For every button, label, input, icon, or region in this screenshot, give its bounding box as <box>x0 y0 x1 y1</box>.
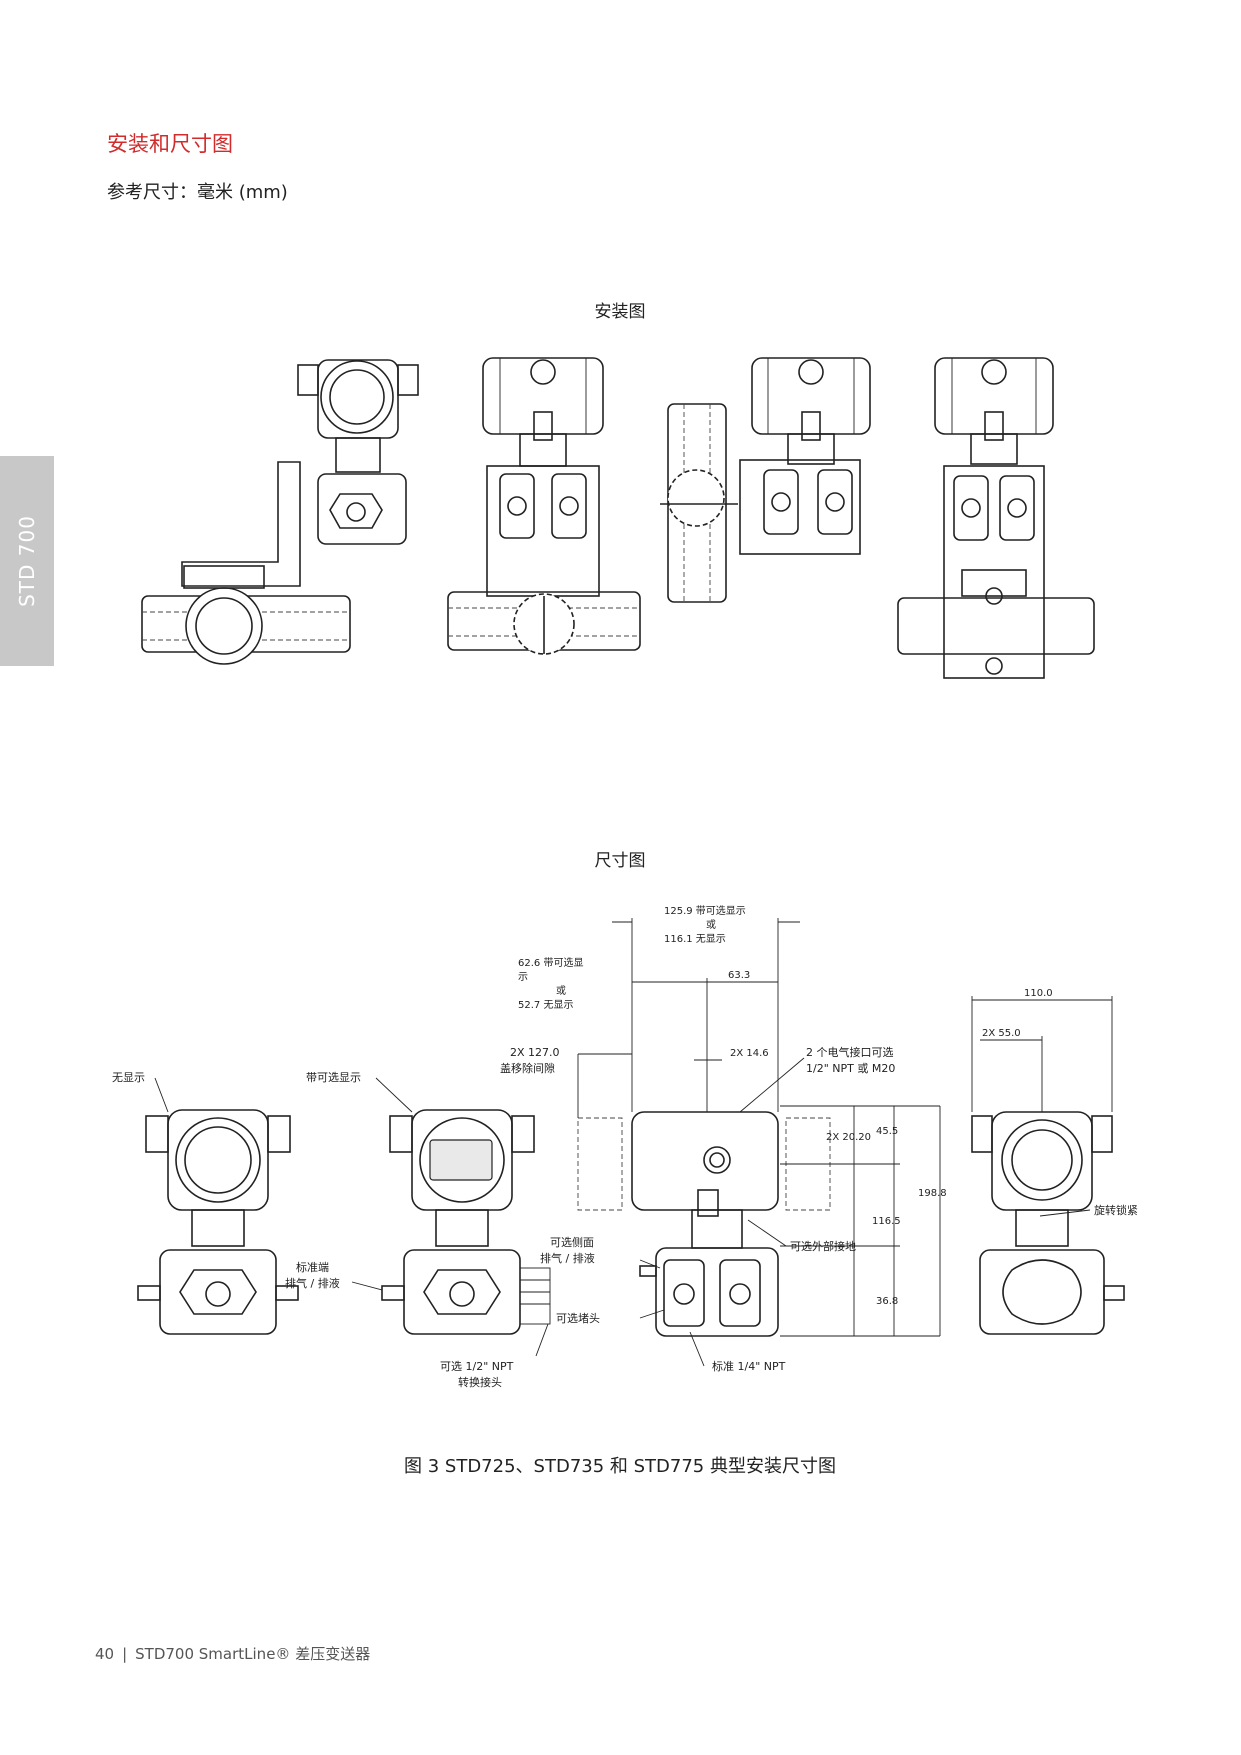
dim-633: 63.3 <box>728 970 750 981</box>
label-clearance-2: 盖移除间隙 <box>500 1061 555 1075</box>
footer-title: STD700 SmartLine® 差压变送器 <box>135 1645 371 1663</box>
dim-626-line3: 或 <box>556 985 566 997</box>
side-tab: STD 700 <box>0 456 54 666</box>
label-swivel: 旋转锁紧 <box>1094 1203 1138 1217</box>
label-adapter-1: 可选 1/2" NPT <box>440 1360 514 1373</box>
dimension-view-side <box>577 1111 831 1337</box>
label-conduit-1: 2 个电气接口可选 <box>806 1045 894 1059</box>
dim-1259-line1: 125.9 带可选显示 <box>664 904 746 917</box>
dim-1259-line2: 或 <box>706 919 716 931</box>
label-no-display: 无显示 <box>112 1071 145 1084</box>
dim-626-line4: 52.7 无显示 <box>518 999 573 1011</box>
section-title: 安装和尺寸图 <box>107 132 233 156</box>
reference-units: 参考尺寸：毫米 (mm) <box>107 182 288 203</box>
label-std-vent-1: 标准端 <box>296 1260 329 1274</box>
dim-368: 36.8 <box>876 1296 898 1307</box>
dimension-lines <box>154 918 1113 1367</box>
mounting-view-4 <box>897 357 1095 679</box>
label-side-vent-1: 可选侧面 <box>550 1236 594 1249</box>
mounting-caption: 安装图 <box>594 302 646 322</box>
dim-550: 2X 55.0 <box>982 1028 1021 1039</box>
page-footer: 40 | STD700 SmartLine® 差压变送器 <box>95 1643 370 1664</box>
dim-1988: 198.8 <box>918 1188 947 1199</box>
dimension-view-no-display <box>137 1109 299 1335</box>
dim-626-line1: 62.6 带可选显 <box>518 956 583 969</box>
mounting-view-1 <box>141 359 419 665</box>
dim-2020: 2X 20.20 <box>826 1132 871 1143</box>
dim-1100: 110.0 <box>1024 988 1053 999</box>
dim-626-line2: 示 <box>518 972 528 983</box>
page-number: 40 <box>95 1645 115 1663</box>
dim-1259-line3: 116.1 无显示 <box>664 933 726 945</box>
dimension-caption: 尺寸图 <box>594 851 646 871</box>
dim-146: 2X 14.6 <box>730 1048 769 1059</box>
mounting-view-3 <box>660 357 871 603</box>
dim-455: 45.5 <box>876 1126 898 1137</box>
label-conduit-2: 1/2" NPT 或 M20 <box>806 1062 895 1075</box>
dim-1165: 116.5 <box>872 1216 901 1227</box>
label-std-npt: 标准 1/4" NPT <box>712 1359 786 1373</box>
label-with-display: 带可选显示 <box>306 1071 361 1084</box>
figure-caption: 图 3 STD725、STD735 和 STD775 典型安装尺寸图 <box>404 1456 836 1477</box>
label-std-vent-2: 排气 / 排液 <box>285 1276 340 1290</box>
dimension-view-with-display <box>381 1109 551 1335</box>
label-side-vent-2: 排气 / 排液 <box>540 1251 595 1265</box>
label-adapter-2: 转换接头 <box>458 1375 502 1389</box>
dimension-view-rear <box>971 1111 1125 1335</box>
mounting-view-2 <box>447 357 641 655</box>
label-plug: 可选堵头 <box>556 1311 600 1325</box>
footer-separator: | <box>122 1645 128 1663</box>
label-clearance-1: 2X 127.0 <box>510 1046 560 1059</box>
label-ground: 可选外部接地 <box>790 1239 856 1253</box>
